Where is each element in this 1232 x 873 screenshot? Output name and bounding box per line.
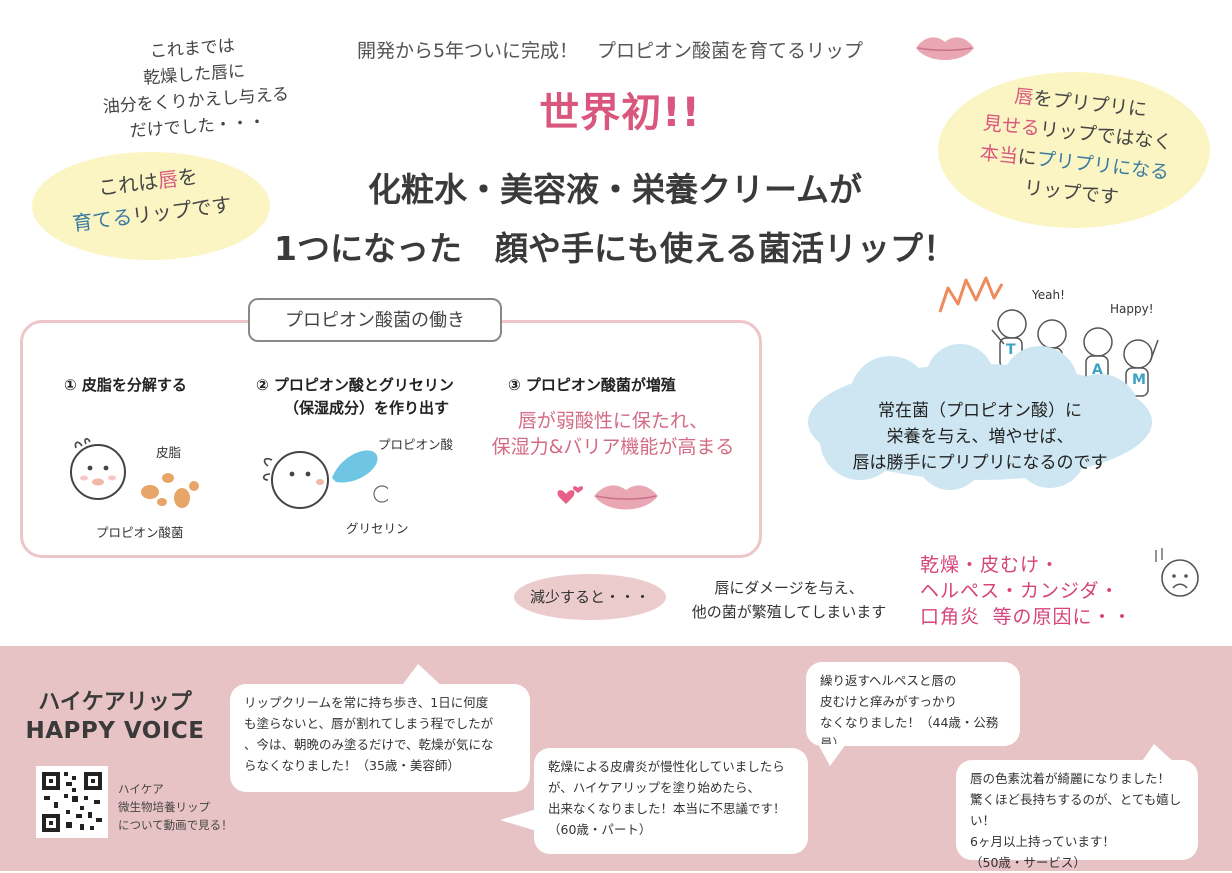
right-oval-text: 唇をプリプリに 見せるリップではなく 本当にプリプリになる リップです [956,76,1195,219]
voice-line: 皮むけと痒みがすっかり [820,694,958,709]
step2-subtitle: （保湿成分）を作り出す [284,399,450,417]
right-oval-f: に [1016,146,1038,170]
voice-line: 出来なくなりました！本当に不思議です！ [548,801,786,816]
team-letter: T [1006,342,1016,358]
decrease-line: 唇にダメージを与え、 [714,579,864,597]
voice-line: 乾燥による皮膚炎が慢性化していましたら [548,759,785,774]
sebum-icon [141,473,199,508]
voice-bubble-4: 唇の色素沈着が綺麗になりました！ 驚くほど長持ちするのが、とても嬉しい！ 6ヶ月… [956,760,1198,870]
left-oval-text-a: これは [96,168,160,201]
voice-line: 繰り返すヘルペスと唇の [820,673,957,688]
bubble-tail [1140,744,1176,764]
cloud-line: 唇は勝手にプリプリになるのです [852,453,1108,473]
cloud-line: 栄養を与え、増やせば、 [886,427,1074,447]
voice-line: が、ハイケアリップを塗り始めたら、 [548,780,761,795]
voice-bubble-3: 繰り返すヘルペスと唇の 皮むけと痒みがすっかり なくなりました！（44歳・公務員… [806,662,1020,751]
yeah-text: Yeah! [1032,288,1065,302]
qr-code-icon [36,766,108,838]
voice-bubble-2: 乾燥による皮膚炎が慢性化していましたら が、ハイケアリップを塗り始めたら、 出来… [534,748,808,854]
left-oval [32,152,270,260]
voice-line: リップクリームを常に持ち歩き、1日に何度 [244,695,489,710]
right-oval-c: 見せる [981,112,1041,141]
burst-icon [938,276,1004,313]
team-letter: M [1132,372,1146,388]
bacteria-face-icon [70,438,126,500]
world-first-title: 世界初!! [539,90,701,136]
team-letter: A [1092,362,1103,378]
causes-line: 口角炎 等の原因に・・ [920,606,1133,628]
bubble-tail [400,664,444,688]
voice-subtitle: HAPPY VOICE [25,718,205,744]
sad-face-icon [1155,548,1199,597]
voice-line: 、今は、朝晩のみ塗るだけで、乾燥が気にな [244,737,494,752]
left-oval-text-d: 育てる [71,204,134,236]
left-oval-text-c: を [176,164,200,191]
handwritten-causes: 乾燥・皮むけ・ ヘルペス・カンジダ・ 口角炎 等の原因に・・ [920,552,1132,630]
voice-line: 唇の色素沈着が綺麗になりました！ [970,771,1171,786]
bacteria-label: プロピオン酸菌 [96,525,184,540]
right-oval-a: 唇 [1013,85,1035,110]
step3-result-line: 唇が弱酸性に保たれ、 [517,410,709,432]
lips-icon [916,37,974,60]
voice-line: （60歳・パート） [548,822,652,837]
causes-line: ヘルペス・カンジダ・ [920,580,1120,602]
acid-label: プロピオン酸 [378,437,454,452]
qr-caption-line: 微生物培養リップ [118,800,210,814]
cloud-shape [808,344,1152,490]
right-oval-e: 本当 [978,142,1019,168]
causes-line: 乾燥・皮むけ・ [920,554,1061,576]
bacteria-producing-icon [262,450,388,509]
voice-line: も塗らないと、唇が割れてしまう程でしたが [244,716,494,731]
qr-caption-line: ハイケア [118,782,164,796]
cloud-text: 常在菌（プロピオン酸）に 栄養を与え、増やせば、 唇は勝手にプリプリになるのです [808,398,1152,476]
decrease-line: 他の菌が繁殖してしまいます [691,603,887,621]
step3-title: ③ プロピオン酸菌が増殖 [508,376,676,394]
right-oval [938,72,1210,228]
bubble-tail [500,808,540,832]
voice-line: 驚くほど長持ちするのが、とても嬉しい！ [970,792,1182,828]
decrease-text: 唇にダメージを与え、 他の菌が繁殖してしまいます [670,576,908,624]
step3-result-line: 保湿力&バリア機能が高まる [491,436,735,458]
voice-line: らなくなりました！（35歳・美容師） [244,758,460,773]
qr-caption: ハイケア 微生物培養リップ について動画で見る！ [118,780,233,834]
voice-line: 6ヶ月以上持っています！ [970,834,1115,849]
happy-text: Happy! [1110,302,1154,316]
left-note: これまでは 乾燥した唇に 油分をくりかえし与える だけでした・・・ [67,27,324,148]
step2-title: ② プロピオン酸とグリセリン [256,376,454,394]
step3-result: 唇が弱酸性に保たれ、 保湿力&バリア機能が高まる [480,408,746,460]
sebum-label: 皮脂 [156,445,182,460]
voice-title: ハイケアリップ [38,690,192,715]
main-line-2: 1つになった 顔や手にも使える菌活リップ！ [274,229,956,268]
step1-title: ① 皮脂を分解する [64,376,187,394]
bubble-tail [818,744,846,766]
voice-line: （50歳・サービス） [970,855,1086,870]
process-title: プロピオン酸菌の働き [248,298,502,342]
hearts-lips-icon [557,485,658,510]
voice-line: なくなりました！（44歳・公務員） [820,715,999,751]
glycerin-label: グリセリン [346,521,409,536]
qr-caption-line: について動画で見る！ [118,818,233,832]
decrease-badge: 減少すると・・・ [514,574,666,620]
cloud-line: 常在菌（プロピオン酸）に [878,401,1082,421]
voice-bubble-1: リップクリームを常に持ち歩き、1日に何度 も塗らないと、唇が割れてしまう程でした… [230,684,530,792]
main-line-1: 化粧水・美容液・栄養クリームが [367,170,862,209]
subtitle: 開発から5年ついに完成！ プロピオン酸菌を育てるリップ [356,40,864,62]
